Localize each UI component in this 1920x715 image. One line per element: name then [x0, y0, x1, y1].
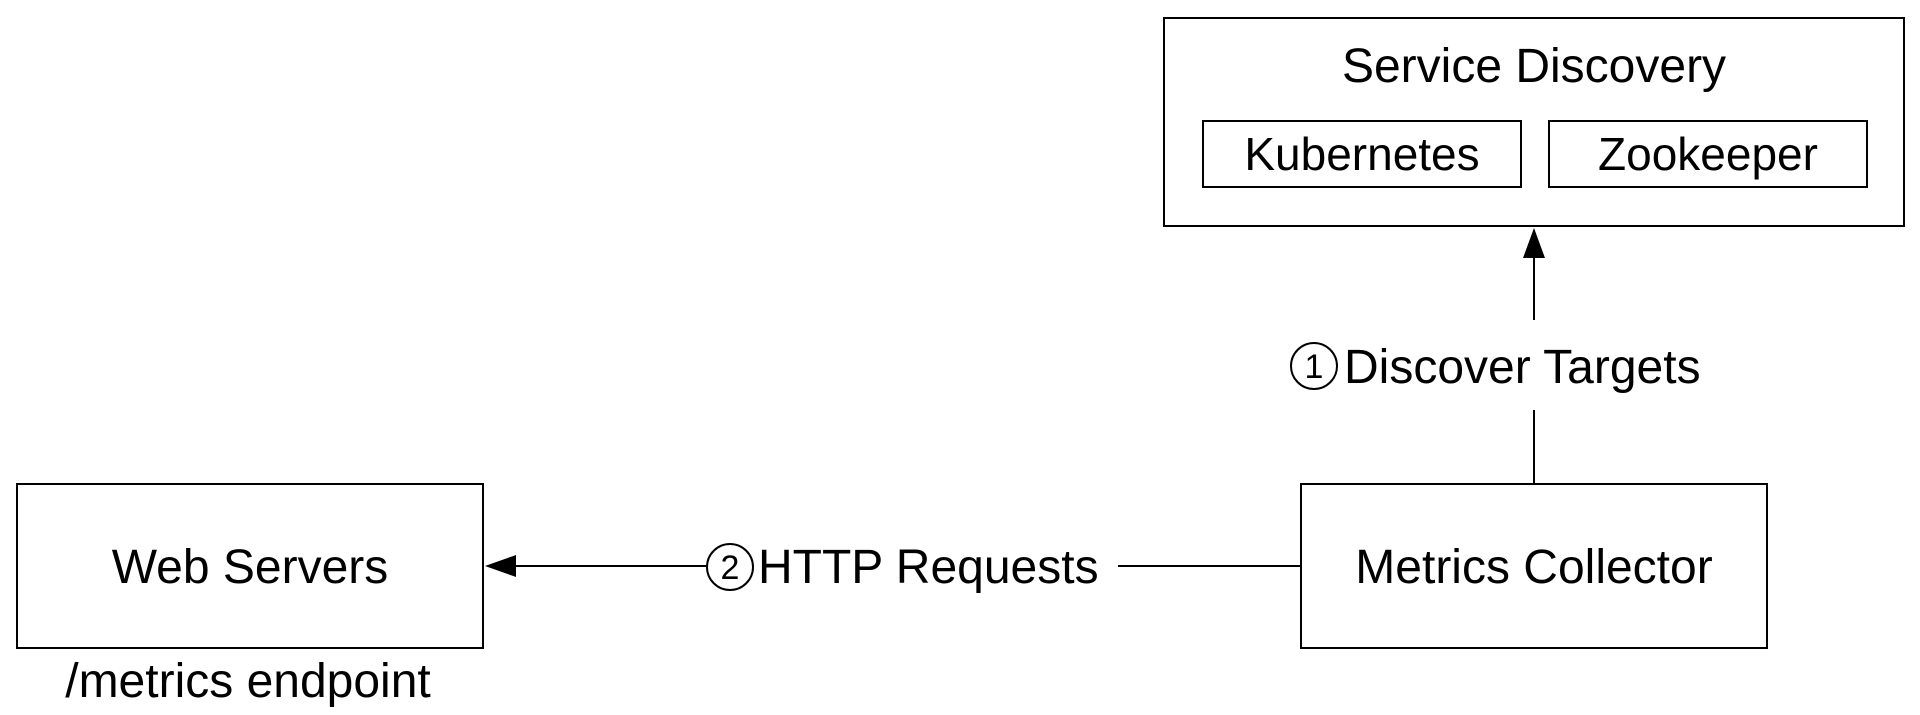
web-servers-box — [16, 483, 484, 649]
zookeeper-label: Zookeeper — [1598, 128, 1818, 180]
kubernetes-box — [1202, 120, 1522, 188]
metrics-endpoint-caption: /metrics endpoint — [65, 655, 431, 708]
http-step-number: 2 — [721, 549, 740, 587]
http-requests-label: HTTP Requests — [758, 541, 1099, 594]
web-servers-label: Web Servers — [112, 541, 389, 594]
zookeeper-node: Zookeeper — [1548, 120, 1868, 188]
discover-arrowhead-icon — [1523, 228, 1545, 258]
http-arrowhead-icon — [485, 555, 516, 577]
zookeeper-box — [1548, 120, 1868, 188]
service-discovery-title: Service Discovery — [1342, 40, 1726, 93]
service-discovery-node: Service Discovery Kubernetes Zookeeper — [1163, 17, 1905, 227]
metrics-collector-node: Metrics Collector — [1300, 483, 1768, 649]
discover-targets-label: Discover Targets — [1344, 341, 1701, 394]
metrics-collector-label: Metrics Collector — [1355, 541, 1712, 594]
edge-http-requests: 2 HTTP Requests — [485, 541, 1301, 594]
discover-step-number: 1 — [1305, 348, 1324, 386]
web-servers-node: Web Servers /metrics endpoint — [16, 483, 484, 708]
kubernetes-node: Kubernetes — [1202, 120, 1522, 188]
step-two-circle-icon — [706, 543, 754, 591]
step-one-circle-icon — [1290, 342, 1338, 390]
edge-discover-targets: 1 Discover Targets — [1290, 228, 1701, 484]
kubernetes-label: Kubernetes — [1244, 128, 1479, 180]
metrics-collector-box — [1300, 483, 1768, 649]
